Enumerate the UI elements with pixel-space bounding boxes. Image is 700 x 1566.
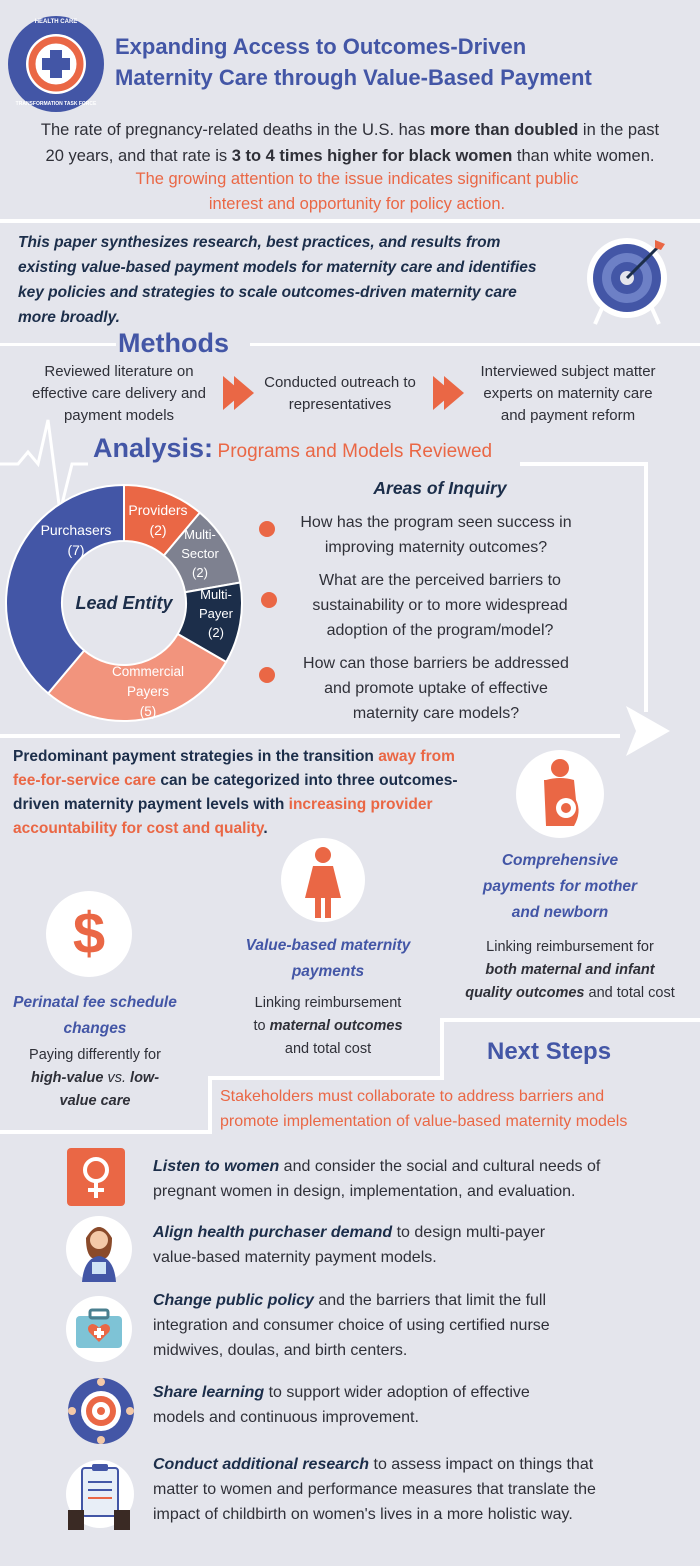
next-steps-subheading: Stakeholders must collaborate to address… <box>220 1088 628 1130</box>
dollar-icon: $ <box>46 891 132 977</box>
research-clipboard-icon <box>64 1458 134 1532</box>
next-step-item: Conduct additional research to assess im… <box>153 1456 596 1523</box>
arrow-down-right-icon <box>626 706 670 756</box>
stair-line <box>440 1018 444 1078</box>
next-step-item: Change public policy and the barriers th… <box>153 1292 550 1359</box>
level3-description: Linking reimbursement for both maternal … <box>465 939 675 1001</box>
target-icon <box>585 236 669 326</box>
section-divider <box>0 734 620 738</box>
donut-label-multi-payer: Multi-Payer(2) <box>199 587 233 640</box>
pregnant-woman-icon <box>516 750 604 838</box>
section-divider <box>0 219 700 223</box>
analysis-heading: Analysis: <box>93 433 214 463</box>
stair-line <box>440 1018 700 1022</box>
woman-icon <box>281 838 365 922</box>
stair-line <box>208 1076 444 1080</box>
logo <box>6 14 106 114</box>
areas-of-inquiry-title: Areas of Inquiry <box>373 478 507 498</box>
bullet-icon <box>259 521 275 537</box>
heartbeat-line <box>0 419 648 712</box>
next-step-item: Listen to women and consider the social … <box>153 1158 601 1200</box>
medical-kit-icon <box>66 1296 132 1362</box>
level1-description: Paying differently for high-value vs. lo… <box>29 1047 161 1109</box>
health-purchaser-icon <box>66 1214 132 1284</box>
page-title-line1: Expanding Access to Outcomes-Driven <box>115 34 527 59</box>
donut-center-label: Lead Entity <box>75 593 173 613</box>
bullet-icon <box>261 592 277 608</box>
methods-line-left <box>0 343 116 346</box>
stair-line <box>0 1130 212 1134</box>
intro-policy-note: The growing attention to the issue indic… <box>135 170 579 213</box>
next-steps-heading: Next Steps <box>487 1038 612 1065</box>
logo-text-bottom: TRANSFORMATION TASK FORCE <box>15 101 97 107</box>
next-step-item: Align health purchaser demand to design … <box>153 1224 546 1266</box>
analysis-title: Analysis: Programs and Models Reviewed <box>93 433 553 464</box>
stair-line <box>208 1076 212 1132</box>
donut-label-providers: Providers(2) <box>128 502 188 538</box>
lead-entity-donut-chart <box>5 483 243 722</box>
logo-emblem <box>8 16 104 112</box>
donut-slice-commercial-payers <box>46 632 228 722</box>
svg-text:$: $ <box>73 901 105 966</box>
logo-text-top: HEALTH CARE <box>34 19 78 25</box>
strategies-intro: Predominant payment strategies in the tr… <box>13 748 458 837</box>
paper-synthesis: This paper synthesizes research, best pr… <box>18 234 537 326</box>
page-title-line2: Maternity Care through Value-Based Payme… <box>115 65 592 90</box>
intro-statistic: The rate of pregnancy-related deaths in … <box>40 121 660 165</box>
methods-line-right <box>250 343 700 346</box>
level2-description: Linking reimbursement to maternal outcom… <box>253 995 403 1057</box>
page-title: Expanding Access to Outcomes-Driven Mate… <box>115 31 700 93</box>
methods-heading: Methods <box>118 328 229 358</box>
donut-slice-purchasers <box>5 483 125 695</box>
next-step-item: Share learning to support wider adoption… <box>153 1384 530 1426</box>
arrow-right-icon <box>444 376 464 410</box>
analysis-subheading: Programs and Models Reviewed <box>217 441 493 462</box>
bullet-icon <box>259 667 275 683</box>
female-symbol-icon <box>67 1148 127 1206</box>
donut-label-purchasers: Purchasers(7) <box>40 522 112 558</box>
share-learning-target-icon <box>66 1376 136 1446</box>
arrow-right-icon <box>234 376 254 410</box>
donut-label-multi-sector: Multi-Sector(2) <box>181 527 219 580</box>
